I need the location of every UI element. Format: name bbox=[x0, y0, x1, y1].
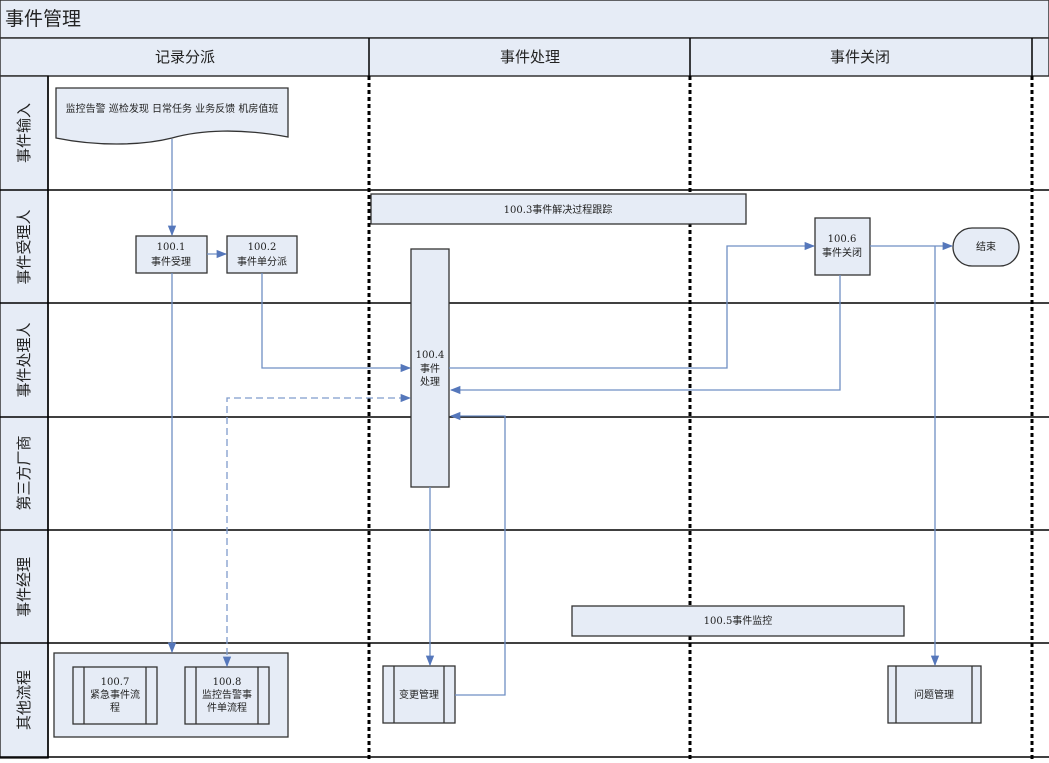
node-100-1-label: 事件受理 bbox=[151, 255, 191, 268]
node-100-7-id: 100.7 bbox=[101, 677, 130, 688]
node-100-4-line2: 处理 bbox=[420, 376, 440, 388]
node-100-7-line2: 程 bbox=[110, 702, 120, 714]
node-100-2[interactable] bbox=[226, 235, 298, 274]
node-100-6-label: 事件关闭 bbox=[822, 246, 862, 259]
connector-dashed-100-8-to-100-4 bbox=[222, 393, 412, 668]
lane-third-party-vendor: 第三方厂商 bbox=[15, 435, 33, 510]
node-100-4-id: 100.4 bbox=[416, 350, 445, 361]
node-100-5-label: 100.5事件监控 bbox=[704, 614, 773, 627]
node-100-6[interactable] bbox=[814, 217, 871, 276]
node-100-5-monitoring[interactable] bbox=[571, 605, 905, 637]
lane-event-handler: 事件处理人 bbox=[15, 322, 33, 397]
node-100-1[interactable] bbox=[135, 235, 208, 274]
phase-event-handling: 事件处理 bbox=[500, 48, 560, 66]
problem-management-subprocess[interactable] bbox=[887, 665, 982, 724]
node-100-3-label: 100.3事件解决过程跟踪 bbox=[504, 203, 613, 216]
node-100-8-line2: 件单流程 bbox=[207, 701, 247, 714]
input-document-node[interactable] bbox=[55, 87, 289, 145]
node-100-7-subprocess[interactable] bbox=[72, 666, 158, 725]
phase-event-close: 事件关闭 bbox=[830, 48, 890, 66]
change-management-label: 变更管理 bbox=[399, 688, 439, 701]
node-100-1-id: 100.1 bbox=[157, 242, 186, 253]
node-100-7-line1: 紧急事件流 bbox=[90, 688, 140, 701]
lane-event-manager: 事件经理 bbox=[15, 557, 33, 617]
end-label: 结束 bbox=[976, 240, 996, 253]
node-100-4-line1: 事件 bbox=[420, 362, 440, 375]
lane-other-processes: 其他流程 bbox=[15, 670, 33, 730]
diagram-title: 事件管理 bbox=[5, 8, 81, 30]
connector-100-6-to-100-4 bbox=[449, 275, 841, 395]
connector-change-management-to-100-4 bbox=[449, 411, 506, 696]
input-document-label: 监控告警 巡检发现 日常任务 业务反馈 机房值班 bbox=[66, 102, 279, 115]
title-bar bbox=[0, 0, 1049, 39]
node-100-2-id: 100.2 bbox=[248, 242, 277, 253]
node-100-3-tracking[interactable] bbox=[370, 193, 747, 225]
lane-event-receiver: 事件受理人 bbox=[15, 209, 33, 284]
node-100-8-id: 100.8 bbox=[213, 677, 242, 688]
phase-record-dispatch: 记录分派 bbox=[155, 48, 215, 66]
node-100-8-subprocess[interactable] bbox=[184, 666, 270, 725]
node-100-2-label: 事件单分派 bbox=[237, 255, 287, 268]
connector-100-2-to-100-4 bbox=[261, 273, 412, 373]
node-100-8-line1: 监控告警事 bbox=[202, 688, 252, 701]
phase-header bbox=[0, 37, 1049, 77]
connector-100-4-to-100-6 bbox=[449, 241, 816, 369]
node-100-4[interactable] bbox=[410, 248, 450, 488]
lane-event-input: 事件输入 bbox=[15, 103, 33, 163]
node-100-6-id: 100.6 bbox=[828, 234, 857, 245]
problem-management-label: 问题管理 bbox=[914, 688, 954, 701]
